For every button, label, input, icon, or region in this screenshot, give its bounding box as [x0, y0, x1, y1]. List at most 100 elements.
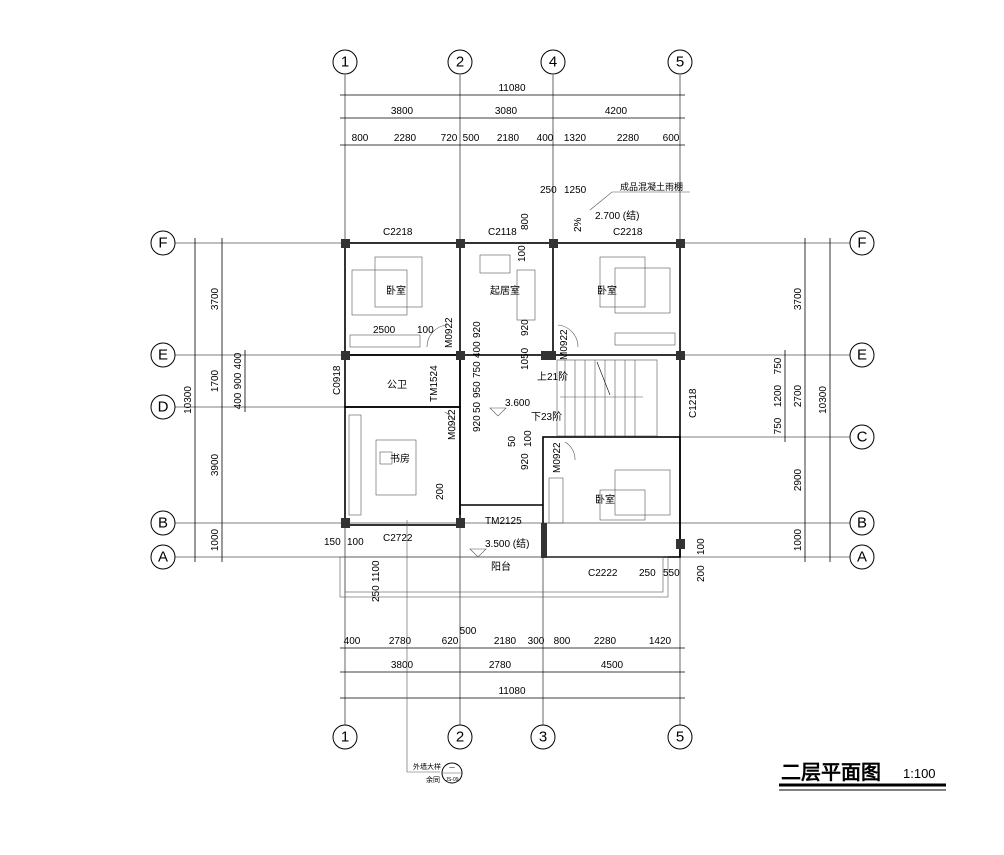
left-dimensions: 10300 3700 1700 3900 1000 400 900 400 — [183, 287, 244, 551]
svg-text:3700: 3700 — [210, 287, 221, 310]
door-label: M0922 — [444, 317, 455, 348]
svg-text:500: 500 — [460, 626, 477, 637]
dimension-label: 100 — [696, 538, 707, 555]
svg-text:11080: 11080 — [498, 83, 526, 94]
canopy-level: 2.700 (结) — [595, 209, 639, 222]
axis-B-right: B — [849, 510, 875, 536]
window-label: C1218 — [688, 388, 699, 418]
axis-C-right: C — [849, 424, 875, 450]
svg-text:750: 750 — [773, 417, 784, 434]
svg-text:2900: 2900 — [793, 468, 804, 491]
svg-text:3800: 3800 — [391, 660, 414, 671]
window-label: C2218 — [613, 227, 643, 238]
svg-text:1320: 1320 — [564, 133, 587, 144]
dimension-label: 100 — [517, 245, 528, 262]
svg-text:800: 800 — [554, 636, 571, 647]
axis-A-right: A — [849, 544, 875, 570]
dimension-label: 100 — [417, 325, 434, 336]
svg-text:5: 5 — [676, 729, 684, 746]
dimension-label: 200 — [696, 565, 707, 582]
svg-text:2280: 2280 — [394, 133, 417, 144]
svg-text:2780: 2780 — [489, 660, 512, 671]
svg-text:A: A — [158, 549, 168, 566]
svg-text:1700: 1700 — [210, 369, 221, 392]
axis-E-right: E — [849, 342, 875, 368]
svg-text:F: F — [857, 235, 866, 252]
svg-text:E: E — [158, 347, 168, 364]
slope-label: 2% — [573, 217, 584, 232]
axis-F-right: F — [849, 230, 875, 256]
axis-2-top: 2 — [447, 49, 473, 75]
svg-text:B: B — [857, 515, 867, 532]
wall-detail-label: 外墙大样 — [413, 762, 441, 771]
svg-text:D: D — [158, 399, 169, 416]
svg-text:2280: 2280 — [617, 133, 640, 144]
door-label: TM2125 — [485, 516, 522, 527]
dimension-label: 2500 — [373, 325, 396, 336]
dimension-label: 150 — [324, 537, 341, 548]
openings: C2218 C2118 C2218 C0918 C1218 C2722 C222… — [332, 227, 699, 579]
dimension-label: 100 — [347, 537, 364, 548]
svg-text:C: C — [857, 429, 868, 446]
svg-text:2280: 2280 — [594, 636, 617, 647]
right-dimensions: 10300 3700 2700 2900 1000 750 1200 750 — [773, 287, 829, 551]
stairs-up: 上21阶 — [537, 370, 568, 383]
svg-text:2180: 2180 — [497, 133, 520, 144]
window-label: C2722 — [383, 533, 413, 544]
svg-text:3900: 3900 — [210, 453, 221, 476]
svg-text:2: 2 — [456, 729, 464, 746]
window-label: C2118 — [488, 227, 517, 238]
furniture — [348, 254, 676, 524]
door-label: M0922 — [447, 409, 458, 440]
svg-text:E: E — [857, 347, 867, 364]
svg-text:3700: 3700 — [793, 287, 804, 310]
dimension-label: 50 — [472, 401, 483, 413]
room-balcony: 阳台 — [491, 560, 511, 573]
window-label: C0918 — [332, 365, 343, 395]
title-text: 二层平面图 — [781, 761, 881, 784]
svg-text:600: 600 — [663, 133, 680, 144]
svg-text:1000: 1000 — [210, 528, 221, 551]
axis-2-bottom: 2 — [447, 724, 473, 750]
bottom-dimensions: 400 2780 620 500 2180 300 800 2280 1420 … — [344, 626, 672, 697]
detail-number: 一 — [449, 766, 455, 772]
svg-text:4500: 4500 — [601, 660, 624, 671]
axis-E-left: E — [150, 342, 176, 368]
svg-text:800: 800 — [352, 133, 369, 144]
svg-text:3: 3 — [539, 729, 547, 746]
floor-level: 3.600 — [505, 398, 530, 409]
stairs-down: 下23阶 — [531, 410, 562, 423]
svg-text:1420: 1420 — [649, 636, 672, 647]
svg-text:10300: 10300 — [818, 386, 829, 414]
room-bedroom-2: 卧室 — [597, 284, 617, 297]
dimension-label: 250 — [371, 585, 382, 602]
walls — [339, 239, 685, 598]
svg-text:300: 300 — [528, 636, 545, 647]
axis-3-bottom: 3 — [530, 724, 556, 750]
annotations: 3.600 3.500 (结) 2.700 (结) 2% 成品混凝土雨棚 250… — [324, 181, 707, 602]
room-family: 起居室 — [490, 284, 520, 297]
top-dimensions: 11080 3800 3080 4200 800 2280 720 500 21… — [352, 83, 680, 144]
balcony-level: 3.500 (结) — [485, 537, 529, 550]
dimension-label: 1100 — [371, 560, 382, 582]
dimension-label: 250 — [540, 185, 557, 196]
wall-ref-label: 余同 — [426, 775, 440, 784]
dimension-label: 920 — [520, 453, 531, 470]
axis-D-left: D — [150, 394, 176, 420]
axis-5-bottom: 5 — [667, 724, 693, 750]
axis-4-top: 4 — [540, 49, 566, 75]
dimension-label: 750 — [472, 361, 483, 378]
svg-text:500: 500 — [463, 133, 480, 144]
staircase — [556, 359, 658, 437]
svg-text:A: A — [857, 549, 867, 566]
svg-text:3800: 3800 — [391, 106, 414, 117]
dimension-label: 400 — [472, 341, 483, 358]
dimension-label: 50 — [507, 435, 518, 447]
svg-text:900: 900 — [233, 372, 244, 389]
door-label: M0922 — [559, 329, 570, 360]
door-label: M0922 — [552, 442, 563, 473]
svg-text:F: F — [158, 235, 167, 252]
detail-sheet: JS-09 — [445, 777, 458, 783]
svg-text:4200: 4200 — [605, 106, 628, 117]
